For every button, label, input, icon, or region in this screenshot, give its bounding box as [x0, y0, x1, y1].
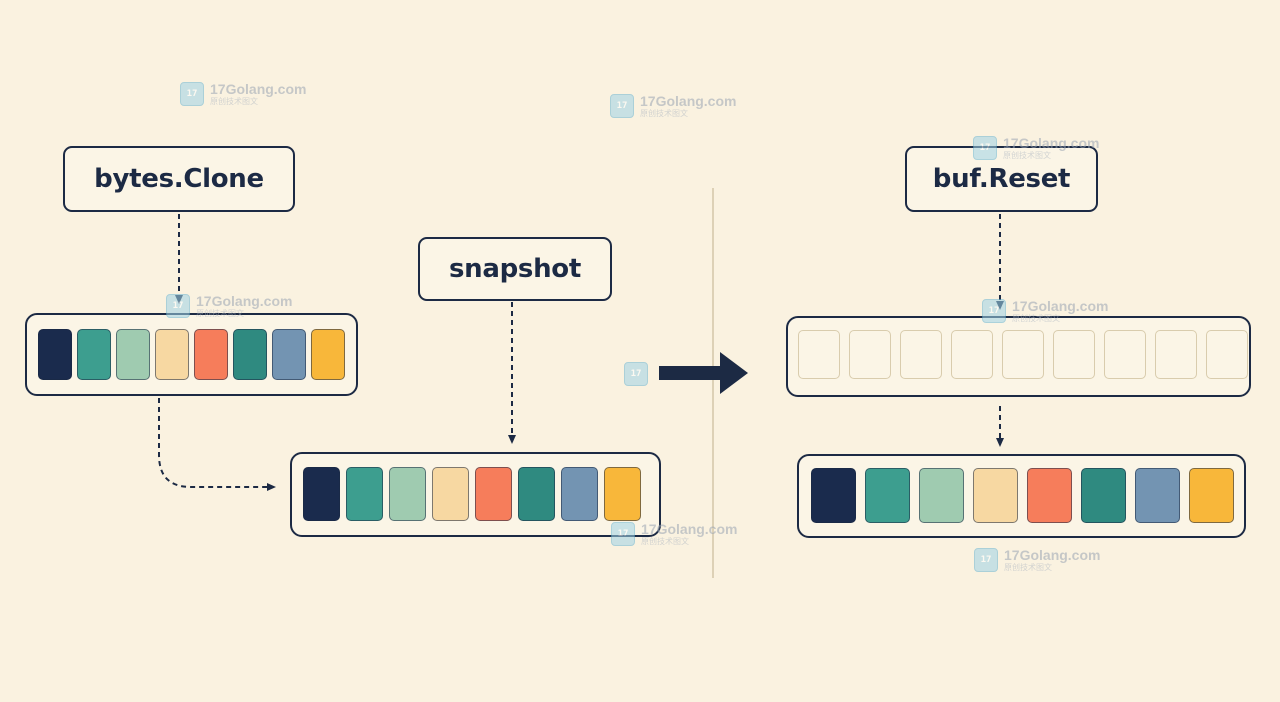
watermark-subtitle: 原创技术图文 — [640, 109, 688, 118]
byte-cell — [865, 468, 910, 523]
watermark-subtitle: 原创技术图文 — [196, 309, 244, 318]
byte-cell — [604, 467, 641, 521]
watermark-title: 17Golang.com — [1004, 547, 1101, 563]
byte-cell — [77, 329, 111, 380]
byte-cell — [811, 468, 856, 523]
watermark-subtitle: 原创技术图文 — [210, 97, 258, 106]
source-to-snapshot-connector — [158, 398, 276, 491]
17golang-logo-icon: 17 — [974, 548, 998, 572]
watermark: 17 17Golang.com 原创技术图文 — [974, 548, 1100, 572]
byte-cell — [432, 467, 469, 521]
transition-arrow — [659, 352, 748, 394]
watermark: 17 17Golang.com 原创技术图文 — [166, 294, 292, 318]
byte-cell — [1189, 468, 1234, 523]
17golang-logo-icon: 17 — [180, 82, 204, 106]
empty-byte-cell — [900, 330, 942, 379]
buf-reset-label: buf.Reset — [905, 146, 1098, 212]
empty-byte-cell — [1053, 330, 1095, 379]
watermark-title: 17Golang.com — [641, 521, 738, 537]
byte-cell — [303, 467, 340, 521]
17golang-logo-icon: 17 — [624, 362, 648, 386]
snapshot-byte-array — [290, 452, 661, 537]
preserved-byte-array — [797, 454, 1246, 538]
empty-byte-cell — [1002, 330, 1044, 379]
17golang-logo-icon: 17 — [611, 522, 635, 546]
watermark: 17 17Golang.com 原创技术图文 — [982, 299, 1108, 323]
byte-cell — [919, 468, 964, 523]
byte-cell — [973, 468, 1018, 523]
watermark-subtitle: 原创技术图文 — [641, 537, 689, 546]
watermark: 17 17Golang.com 原创技术图文 — [180, 82, 306, 106]
watermark-title: 17Golang.com — [1003, 135, 1100, 151]
17golang-logo-icon: 17 — [610, 94, 634, 118]
bytes-clone-label: bytes.Clone — [63, 146, 295, 212]
snapshot-label: snapshot — [418, 237, 612, 301]
17golang-logo-icon: 17 — [982, 299, 1006, 323]
byte-cell — [561, 467, 598, 521]
byte-cell — [1135, 468, 1180, 523]
source-byte-array — [25, 313, 358, 396]
17golang-logo-icon: 17 — [973, 136, 997, 160]
byte-cell — [116, 329, 150, 380]
byte-cell — [194, 329, 228, 380]
watermark: 17 17Golang.com 原创技术图文 — [611, 522, 737, 546]
byte-cell — [1027, 468, 1072, 523]
watermark: 17 17Golang.com 原创技术图文 — [610, 94, 736, 118]
watermark: 17 — [624, 362, 648, 386]
byte-cell — [475, 467, 512, 521]
17golang-logo-icon: 17 — [166, 294, 190, 318]
watermark-title: 17Golang.com — [1012, 298, 1109, 314]
empty-byte-cell — [1206, 330, 1248, 379]
watermark-title: 17Golang.com — [196, 293, 293, 309]
empty-byte-cell — [798, 330, 840, 379]
watermark-subtitle: 原创技术图文 — [1003, 151, 1051, 160]
byte-cell — [1081, 468, 1126, 523]
empty-byte-cell — [1104, 330, 1146, 379]
watermark-title: 17Golang.com — [640, 93, 737, 109]
byte-cell — [389, 467, 426, 521]
watermark: 17 17Golang.com 原创技术图文 — [973, 136, 1099, 160]
watermark-subtitle: 原创技术图文 — [1012, 314, 1060, 323]
empty-byte-cell — [951, 330, 993, 379]
empty-byte-cell — [1155, 330, 1197, 379]
watermark-title: 17Golang.com — [210, 81, 307, 97]
empty-byte-cell — [849, 330, 891, 379]
byte-cell — [38, 329, 72, 380]
byte-cell — [272, 329, 306, 380]
watermark-subtitle: 原创技术图文 — [1004, 563, 1052, 572]
reset-buffer-array — [786, 316, 1251, 397]
byte-cell — [233, 329, 267, 380]
byte-cell — [311, 329, 345, 380]
byte-cell — [155, 329, 189, 380]
byte-cell — [518, 467, 555, 521]
byte-cell — [346, 467, 383, 521]
